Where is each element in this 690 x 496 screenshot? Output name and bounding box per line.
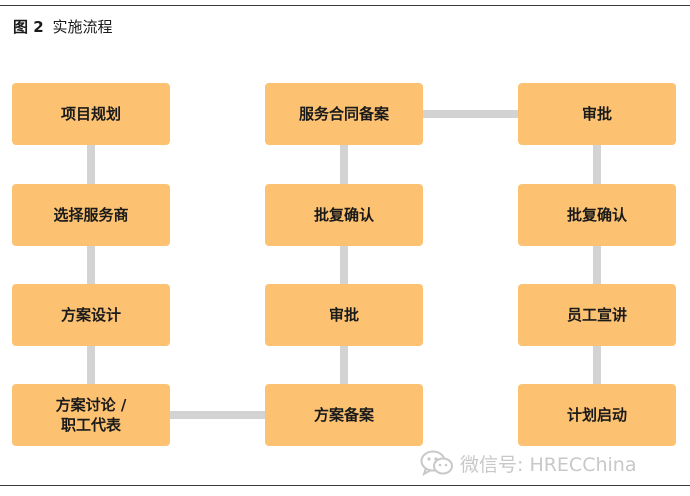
figure-number: 图 2 [13,18,44,36]
top-rule [0,5,690,6]
flow-step: 计划启动 [518,384,676,446]
flow-step: 批复确认 [265,184,423,246]
figure-title: 图 2 实施流程 [13,16,112,37]
wechat-icon [420,450,453,477]
watermark-text: 微信号: HRECChina [460,453,637,476]
flow-step: 选择服务商 [12,184,170,246]
figure-title-text: 实施流程 [52,18,113,36]
flow-step: 方案备案 [265,384,423,446]
flow-step: 方案设计 [12,284,170,346]
flow-step: 项目规划 [12,83,170,145]
flow-step: 审批 [265,284,423,346]
flow-step: 审批 [518,83,676,145]
watermark: 微信号: HRECChina [420,449,636,477]
flow-step: 服务合同备案 [265,83,423,145]
flow-step: 员工宣讲 [518,284,676,346]
flow-step: 方案讨论 / 职工代表 [12,384,170,446]
flow-step: 批复确认 [518,184,676,246]
bottom-rule [0,485,690,486]
